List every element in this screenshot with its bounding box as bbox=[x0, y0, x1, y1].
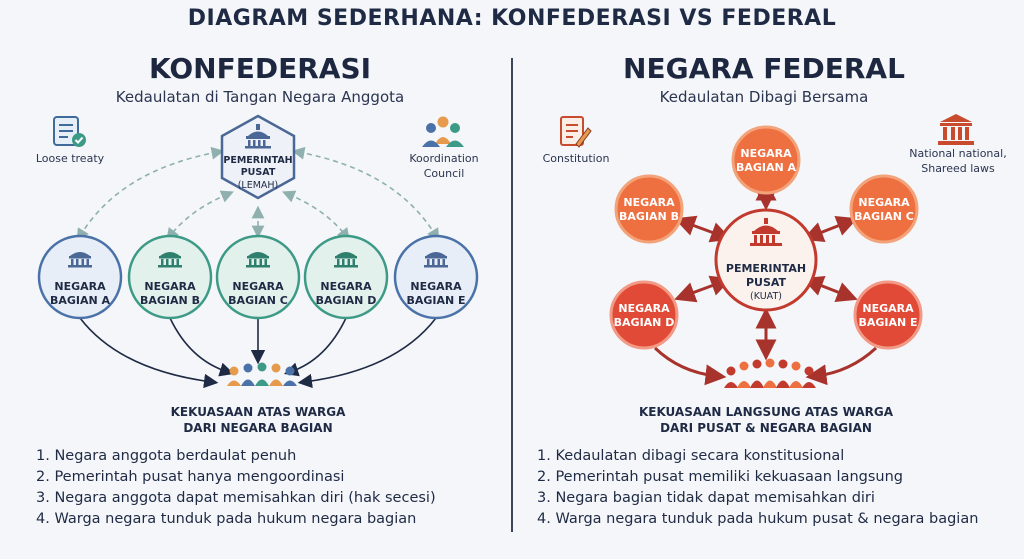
confed-center-line1: PEMERINTAH bbox=[223, 155, 293, 166]
list-item: 1. Kedaulatan dibagi secara konstitusion… bbox=[537, 448, 845, 464]
confederation-diagram bbox=[37, 114, 479, 389]
scroll-check-icon bbox=[53, 116, 86, 147]
state-label-line2: BAGIAN A bbox=[49, 294, 111, 308]
courthouse-icon bbox=[938, 114, 974, 145]
state-label-line2: BAGIAN E bbox=[406, 294, 466, 308]
federal-center-line2: PUSAT bbox=[745, 276, 787, 290]
list-item: 2. Pemerintah pusat memiliki kekuasaan l… bbox=[537, 469, 904, 485]
state-label-line1: NEGARA bbox=[232, 280, 284, 293]
section-divider bbox=[511, 58, 513, 532]
page-title: DIAGRAM SEDERHANA: KONFEDERASI VS FEDERA… bbox=[187, 6, 837, 31]
federal-points-list: 1. Kedaulatan dibagi secara konstitusion… bbox=[537, 446, 978, 530]
people-group-icon bbox=[422, 116, 464, 147]
confed-center-line3: (LEMAH) bbox=[237, 179, 279, 191]
federal-power-line2: DARI PUSAT & NEGARA BAGIAN bbox=[660, 420, 872, 435]
state-label-line2: BAGIAN E bbox=[858, 316, 918, 330]
state-label-line1: NEGARA bbox=[858, 196, 910, 209]
confederation-heading: KONFEDERASI bbox=[148, 52, 372, 85]
national-laws-line2: Shareed laws bbox=[921, 161, 995, 175]
confed-circles bbox=[37, 234, 479, 320]
state-label-line1: NEGARA bbox=[320, 280, 372, 293]
state-label-line2: BAGIAN C bbox=[854, 210, 914, 224]
federal-power-label: KEKUASAAN LANGSUNG ATAS WARGA DARI PUSAT… bbox=[596, 405, 936, 436]
federal-subheading: Kedaulatan Dibagi Bersama bbox=[659, 88, 869, 106]
state-label-line1: NEGARA bbox=[410, 280, 462, 293]
document-pen-icon bbox=[560, 116, 592, 148]
list-item: 4. Warga negara tunduk pada hukum pusat … bbox=[537, 511, 979, 527]
national-laws-line1: National national, bbox=[909, 147, 1007, 160]
list-item: 4. Warga negara tunduk pada hukum negara… bbox=[36, 511, 417, 527]
state-label-line2: BAGIAN D bbox=[315, 294, 377, 308]
state-label-line2: BAGIAN B bbox=[619, 210, 679, 224]
confed-center-line2: PUSAT bbox=[240, 167, 276, 179]
federal-center-government: PEMERINTAH PUSAT (KUAT) bbox=[721, 262, 811, 303]
federal-heading: NEGARA FEDERAL bbox=[623, 52, 905, 85]
state-label-line1: NEGARA bbox=[862, 302, 914, 315]
federal-center-line3: (KUAT) bbox=[750, 290, 782, 302]
citizens-crowd-icon bbox=[724, 358, 816, 388]
confed-power-label: KEKUASAAN ATAS WARGA DARI NEGARA BAGIAN bbox=[100, 405, 416, 436]
list-item: 3. Negara anggota dapat memisahkan diri … bbox=[36, 490, 436, 506]
state-label-line1: NEGARA bbox=[618, 302, 670, 315]
state-label-line1: NEGARA bbox=[144, 280, 196, 293]
state-label-line2: BAGIAN B bbox=[140, 294, 200, 308]
list-item: 3. Negara bagian tidak dapat memisahkan … bbox=[537, 490, 875, 506]
state-label-line1: NEGARA bbox=[740, 147, 792, 160]
state-label-line1: NEGARA bbox=[54, 280, 106, 293]
confed-power-line2: DARI NEGARA BAGIAN bbox=[183, 420, 333, 435]
confed-points-list: 1. Negara anggota berdaulat penuh 2. Pem… bbox=[36, 446, 436, 530]
citizens-crowd-icon bbox=[227, 362, 297, 386]
state-label-line2: BAGIAN C bbox=[228, 294, 288, 308]
state-label-line2: BAGIAN D bbox=[613, 316, 675, 330]
federal-diagram bbox=[609, 125, 923, 388]
state-label-line2: BAGIAN A bbox=[735, 161, 797, 175]
state-label-line1: NEGARA bbox=[623, 196, 675, 209]
confed-center-government: PEMERINTAH PUSAT (LEMAH) bbox=[222, 155, 294, 192]
list-item: 1. Negara anggota berdaulat penuh bbox=[36, 448, 297, 464]
national-laws-label: National national, Shareed laws bbox=[900, 147, 1016, 177]
federal-center-line1: PEMERINTAH bbox=[725, 262, 807, 275]
federal-power-line1: KEKUASAAN LANGSUNG ATAS WARGA bbox=[638, 405, 894, 419]
constitution-label: Constitution bbox=[542, 152, 610, 165]
confederation-subheading: Kedaulatan di Tangan Negara Anggota bbox=[115, 88, 405, 106]
confed-power-line1: KEKUASAAN ATAS WARGA bbox=[170, 405, 346, 419]
list-item: 2. Pemerintah pusat hanya mengoordinasi bbox=[36, 469, 345, 485]
